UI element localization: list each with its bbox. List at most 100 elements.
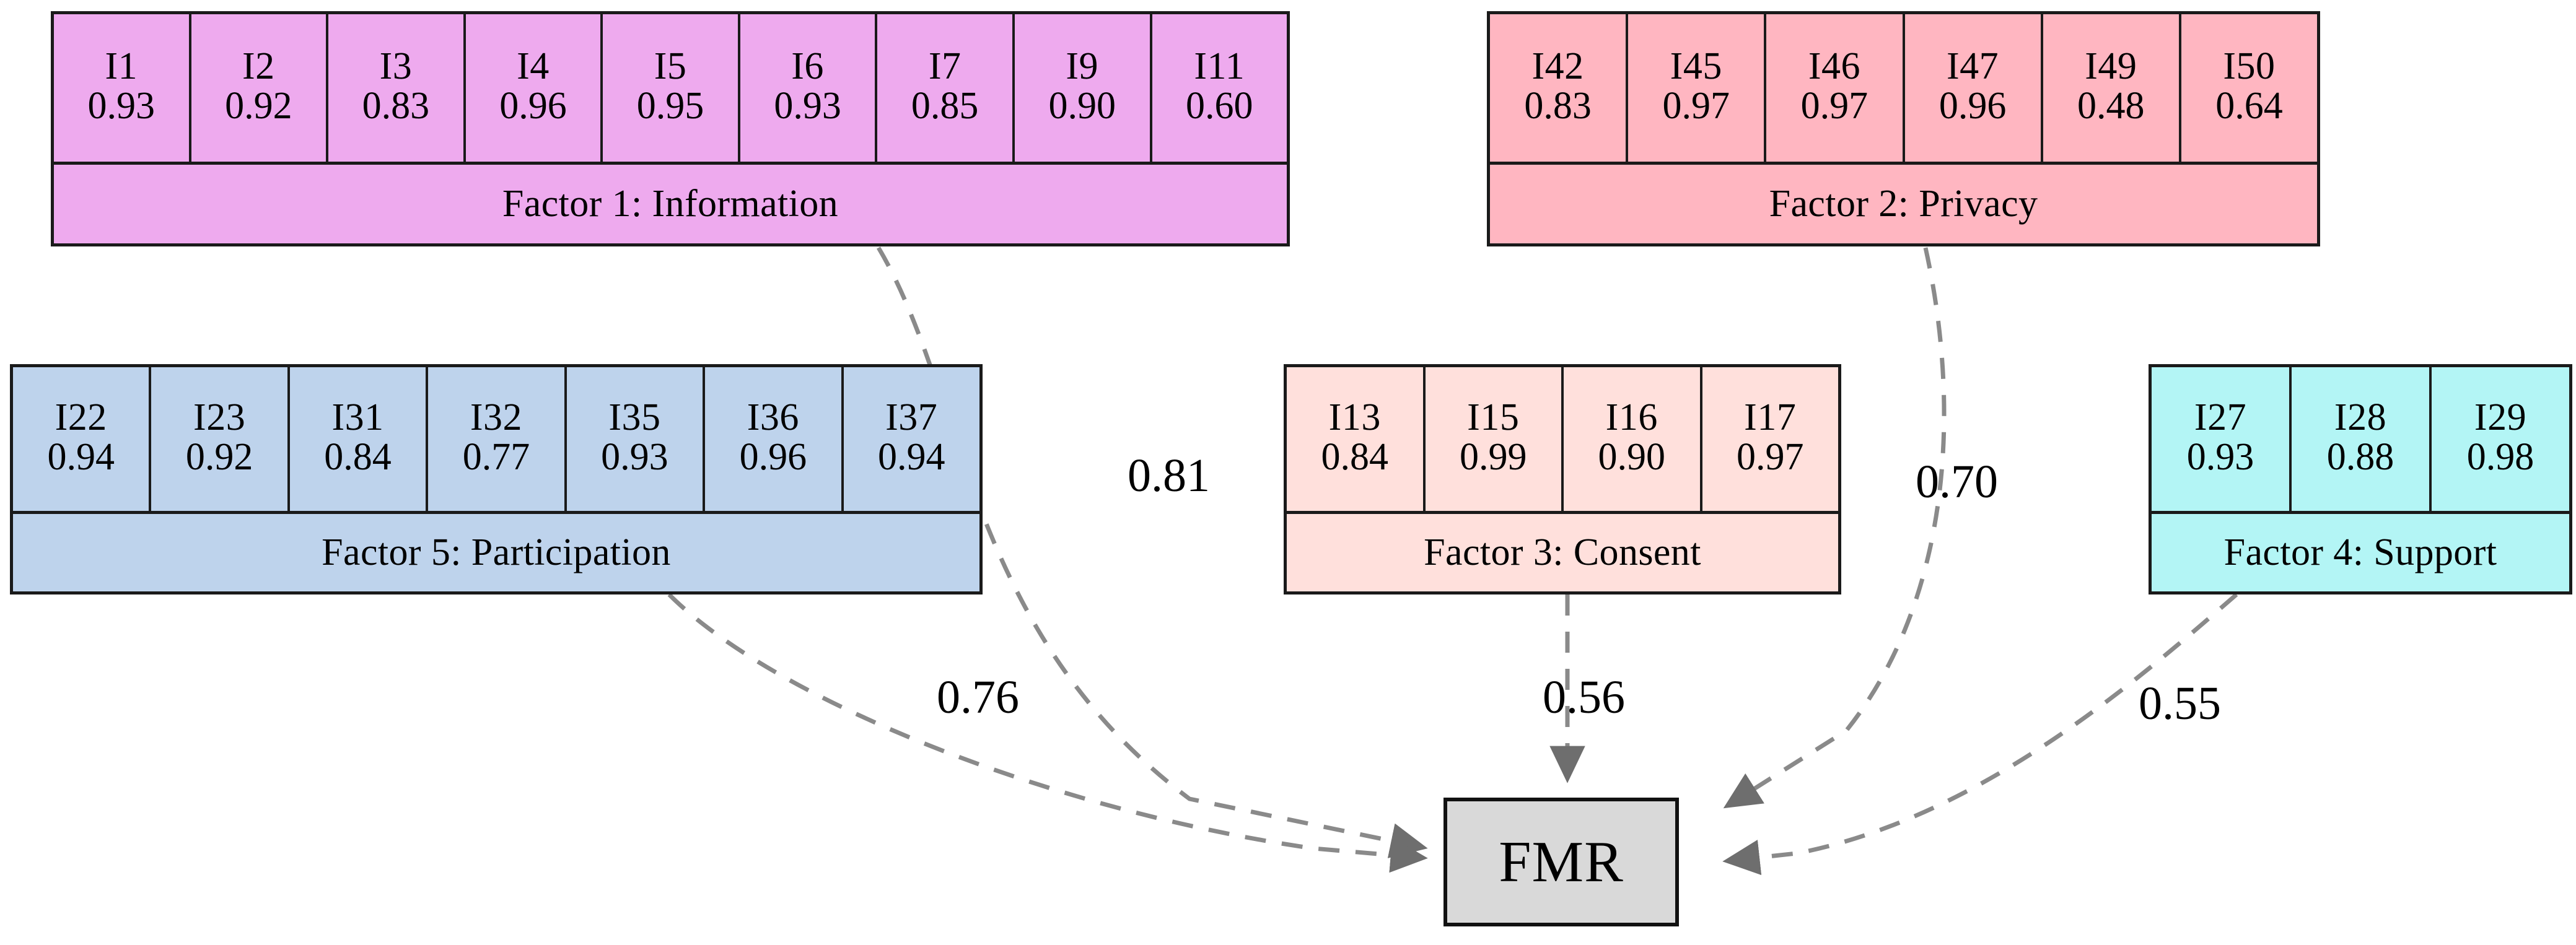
indicator-id: I11 xyxy=(1194,45,1245,87)
indicator-value: 0.85 xyxy=(911,85,979,128)
indicator-id: I32 xyxy=(470,396,523,438)
indicator-id: I28 xyxy=(2334,396,2387,438)
indicator-cell[interactable]: I9 0.90 xyxy=(1015,14,1152,162)
factor-block-support[interactable]: I27 0.93 I28 0.88 I29 0.98 Factor 4: Sup… xyxy=(2149,364,2572,594)
indicator-row: I42 0.83 I45 0.97 I46 0.97 I47 0.96 I49 … xyxy=(1490,14,2317,162)
indicator-cell[interactable]: I42 0.83 xyxy=(1490,14,1629,162)
indicator-id: I2 xyxy=(242,45,275,87)
indicator-id: I37 xyxy=(885,396,938,438)
indicator-cell[interactable]: I37 0.94 xyxy=(844,367,979,511)
indicator-cell[interactable]: I17 0.97 xyxy=(1702,367,1839,511)
indicator-value: 0.83 xyxy=(362,85,430,128)
indicator-value: 0.90 xyxy=(1598,436,1666,479)
indicator-cell[interactable]: I23 0.92 xyxy=(151,367,290,511)
factor-label: Factor 2: Privacy xyxy=(1769,183,2038,225)
factor-block-privacy[interactable]: I42 0.83 I45 0.97 I46 0.97 I47 0.96 I49 … xyxy=(1487,11,2320,246)
indicator-id: I45 xyxy=(1670,45,1722,87)
indicator-id: I7 xyxy=(928,45,962,87)
indicator-row: I27 0.93 I28 0.88 I29 0.98 xyxy=(2152,367,2569,511)
factor-block-information[interactable]: I1 0.93 I2 0.92 I3 0.83 I4 0.96 I5 0.95 … xyxy=(51,11,1290,246)
indicator-cell[interactable]: I7 0.85 xyxy=(877,14,1015,162)
indicator-id: I4 xyxy=(517,45,550,87)
factor-label: Factor 1: Information xyxy=(502,183,839,225)
indicator-id: I47 xyxy=(1947,45,1999,87)
indicator-value: 0.84 xyxy=(324,436,392,479)
factor-label: Factor 4: Support xyxy=(2223,531,2497,573)
coefficient-label-factor4: 0.55 xyxy=(2139,677,2221,729)
indicator-cell[interactable]: I35 0.93 xyxy=(567,367,706,511)
indicator-value: 0.48 xyxy=(2077,85,2145,128)
indicator-cell[interactable]: I3 0.83 xyxy=(328,14,466,162)
indicator-cell[interactable]: I11 0.60 xyxy=(1152,14,1287,162)
indicator-value: 0.84 xyxy=(1321,436,1389,479)
indicator-cell[interactable]: I13 0.84 xyxy=(1287,367,1426,511)
indicator-cell[interactable]: I50 0.64 xyxy=(2181,14,2317,162)
indicator-id: I15 xyxy=(1467,396,1520,438)
indicator-value: 0.77 xyxy=(462,436,530,479)
indicator-id: I6 xyxy=(791,45,824,87)
factor-label-row: Factor 2: Privacy xyxy=(1490,162,2317,243)
indicator-cell[interactable]: I29 0.98 xyxy=(2432,367,2569,511)
indicator-cell[interactable]: I6 0.93 xyxy=(740,14,878,162)
indicator-id: I31 xyxy=(331,396,384,438)
indicator-id: I36 xyxy=(747,396,799,438)
indicator-value: 0.99 xyxy=(1460,436,1527,479)
indicator-value: 0.93 xyxy=(774,85,841,128)
indicator-id: I27 xyxy=(2194,396,2247,438)
indicator-cell[interactable]: I45 0.97 xyxy=(1628,14,1767,162)
indicator-cell[interactable]: I22 0.94 xyxy=(13,367,152,511)
factor-block-consent[interactable]: I13 0.84 I15 0.99 I16 0.90 I17 0.97 Fact… xyxy=(1284,364,1841,594)
indicator-cell[interactable]: I16 0.90 xyxy=(1564,367,1702,511)
indicator-row: I22 0.94 I23 0.92 I31 0.84 I32 0.77 I35 … xyxy=(13,367,979,511)
factor-label-row: Factor 1: Information xyxy=(54,162,1287,243)
indicator-cell[interactable]: I32 0.77 xyxy=(428,367,567,511)
indicator-value: 0.94 xyxy=(877,436,945,479)
indicator-cell[interactable]: I2 0.92 xyxy=(191,14,329,162)
indicator-id: I49 xyxy=(2085,45,2137,87)
factor-label: Factor 3: Consent xyxy=(1424,531,1701,573)
indicator-cell[interactable]: I28 0.88 xyxy=(2292,367,2432,511)
indicator-row: I1 0.93 I2 0.92 I3 0.83 I4 0.96 I5 0.95 … xyxy=(54,14,1287,162)
indicator-id: I9 xyxy=(1066,45,1099,87)
indicator-value: 0.83 xyxy=(1524,85,1592,128)
outcome-label: FMR xyxy=(1499,830,1624,894)
indicator-value: 0.92 xyxy=(185,436,253,479)
indicator-id: I46 xyxy=(1808,45,1860,87)
indicator-value: 0.96 xyxy=(499,85,567,128)
indicator-value: 0.97 xyxy=(1737,436,1804,479)
coefficient-label-factor3: 0.56 xyxy=(1543,671,1625,723)
indicator-cell[interactable]: I27 0.93 xyxy=(2152,367,2292,511)
indicator-cell[interactable]: I15 0.99 xyxy=(1426,367,1564,511)
indicator-value: 0.60 xyxy=(1186,85,1253,128)
outcome-box-fmr[interactable]: FMR xyxy=(1444,798,1679,926)
factor-block-participation[interactable]: I22 0.94 I23 0.92 I31 0.84 I32 0.77 I35 … xyxy=(10,364,983,594)
indicator-cell[interactable]: I49 0.48 xyxy=(2043,14,2181,162)
indicator-value: 0.96 xyxy=(739,436,807,479)
indicator-value: 0.92 xyxy=(225,85,292,128)
indicator-id: I3 xyxy=(379,45,413,87)
indicator-cell[interactable]: I1 0.93 xyxy=(54,14,191,162)
indicator-cell[interactable]: I47 0.96 xyxy=(1905,14,2043,162)
indicator-value: 0.94 xyxy=(47,436,115,479)
indicator-id: I17 xyxy=(1744,396,1797,438)
indicator-value: 0.64 xyxy=(2215,85,2283,128)
factor-label: Factor 5: Participation xyxy=(322,531,671,573)
indicator-value: 0.90 xyxy=(1048,85,1116,128)
indicator-cell[interactable]: I36 0.96 xyxy=(705,367,844,511)
indicator-id: I35 xyxy=(608,396,661,438)
indicator-cell[interactable]: I31 0.84 xyxy=(290,367,429,511)
factor-label-row: Factor 5: Participation xyxy=(13,511,979,591)
indicator-id: I42 xyxy=(1531,45,1584,87)
indicator-value: 0.97 xyxy=(1662,85,1730,128)
indicator-id: I1 xyxy=(105,45,138,87)
indicator-id: I13 xyxy=(1328,396,1381,438)
coefficient-label-factor1: 0.81 xyxy=(1128,450,1210,502)
coefficient-label-factor2: 0.70 xyxy=(1916,456,1998,508)
indicator-value: 0.88 xyxy=(2326,436,2394,479)
indicator-value: 0.97 xyxy=(1800,85,1868,128)
indicator-cell[interactable]: I46 0.97 xyxy=(1766,14,1905,162)
indicator-cell[interactable]: I5 0.95 xyxy=(603,14,740,162)
indicator-value: 0.93 xyxy=(87,85,156,128)
indicator-cell[interactable]: I4 0.96 xyxy=(466,14,603,162)
indicator-id: I16 xyxy=(1605,396,1658,438)
